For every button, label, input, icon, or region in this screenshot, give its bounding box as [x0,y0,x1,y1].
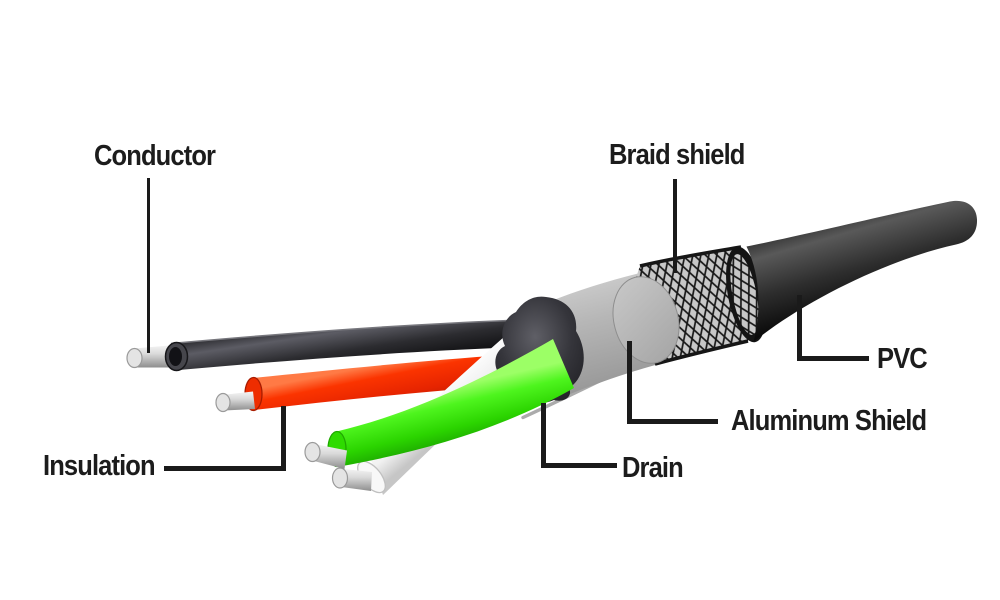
pvc-leader-line-v [797,295,802,361]
aluminum-shield-leader-line-h [627,419,718,424]
drain-leader-line-v [541,403,546,468]
aluminum-shield-leader-line-v [627,341,632,424]
label-pvc: PVC [877,343,928,375]
green-wire-conductor [304,441,347,469]
red-wire-conductor [215,391,255,413]
label-braid-shield: Braid shield [609,139,745,171]
insulation-leader-line-v [281,406,286,471]
pvc-leader-line-h [797,356,869,361]
label-conductor: Conductor [94,140,216,172]
white-wire-conductor [331,467,372,491]
conductor-leader-line [147,178,150,353]
red-wire [215,352,543,413]
drain-leader-line-h [541,463,617,468]
label-drain: Drain [622,452,684,484]
label-aluminum-shield: Aluminum Shield [731,405,927,437]
insulation-leader-line-h [164,466,286,471]
braid-shield-leader-line [673,179,677,273]
pvc-jacket [746,200,978,342]
green-wire [304,339,574,469]
label-insulation: Insulation [43,450,156,482]
